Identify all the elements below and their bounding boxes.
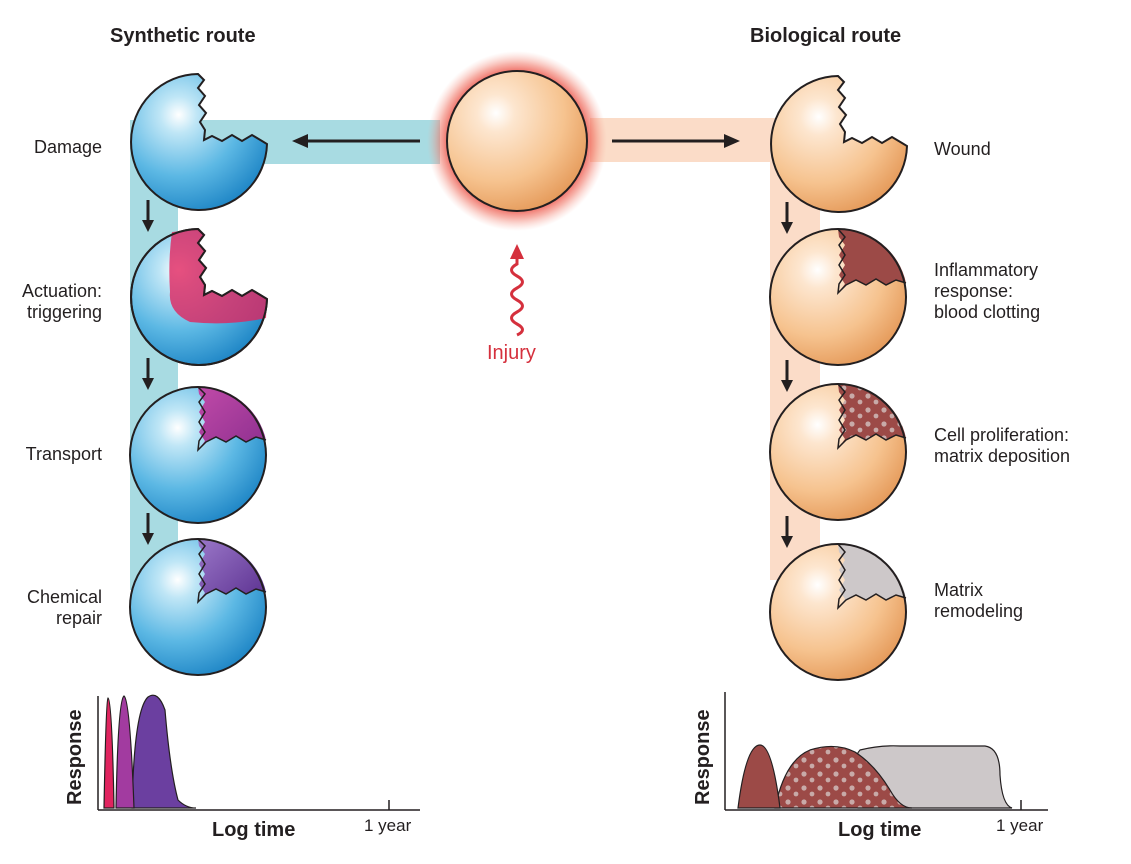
biological-step-inflammatory: Inflammatory response: blood clotting (934, 260, 1041, 322)
injury-label: Injury (487, 342, 536, 364)
biological-sphere-proliferation (769, 383, 907, 521)
synthetic-step-repair: Chemical repair (26, 587, 102, 628)
biological-step-remodeling: Matrix remodeling (934, 580, 1024, 621)
synthetic-graph (97, 694, 420, 811)
synthetic-sphere-repair (129, 538, 267, 676)
synthetic-y-label: Response (64, 709, 86, 805)
synthetic-step-damage: Damage (33, 137, 102, 157)
biological-sphere-wound (770, 74, 909, 213)
injury-arrowhead (510, 244, 524, 259)
synthetic-step-actuation: Actuation: triggering (21, 281, 102, 322)
synthetic-sphere-damage (130, 72, 269, 211)
biological-graph (724, 692, 1048, 811)
biological-sphere-inflammatory (769, 228, 907, 366)
synthetic-curve-repair (131, 694, 197, 809)
bio-curve-inflammatory (737, 744, 781, 809)
synthetic-step-transport: Transport (25, 444, 102, 464)
synthetic-x-label: Log time (212, 819, 296, 841)
synthetic-route-title: Synthetic route (110, 25, 256, 47)
biological-tick-1-year: 1 year (996, 816, 1044, 835)
biological-step-proliferation: Cell proliferation: matrix deposition (934, 425, 1071, 466)
arrow-left (292, 134, 420, 148)
biological-sphere-remodeling (769, 543, 907, 681)
biological-x-label: Log time (838, 819, 922, 841)
synthetic-sphere-transport (129, 386, 267, 524)
bio-curve-proliferation (774, 745, 913, 809)
injured-sphere (446, 70, 588, 212)
biological-down-arrows (781, 202, 793, 548)
injury-squiggle (510, 258, 524, 337)
synthetic-curve-trigger (103, 697, 115, 809)
biological-y-label: Response (692, 709, 714, 805)
synthetic-sphere-actuation (130, 227, 269, 366)
synthetic-tick-1-year: 1 year (364, 816, 412, 835)
synthetic-curve-transport (115, 695, 135, 809)
synthetic-down-arrows (142, 200, 154, 545)
biological-route-title: Biological route (750, 25, 902, 47)
arrow-right (612, 134, 740, 148)
biological-step-wound: Wound (934, 139, 991, 159)
